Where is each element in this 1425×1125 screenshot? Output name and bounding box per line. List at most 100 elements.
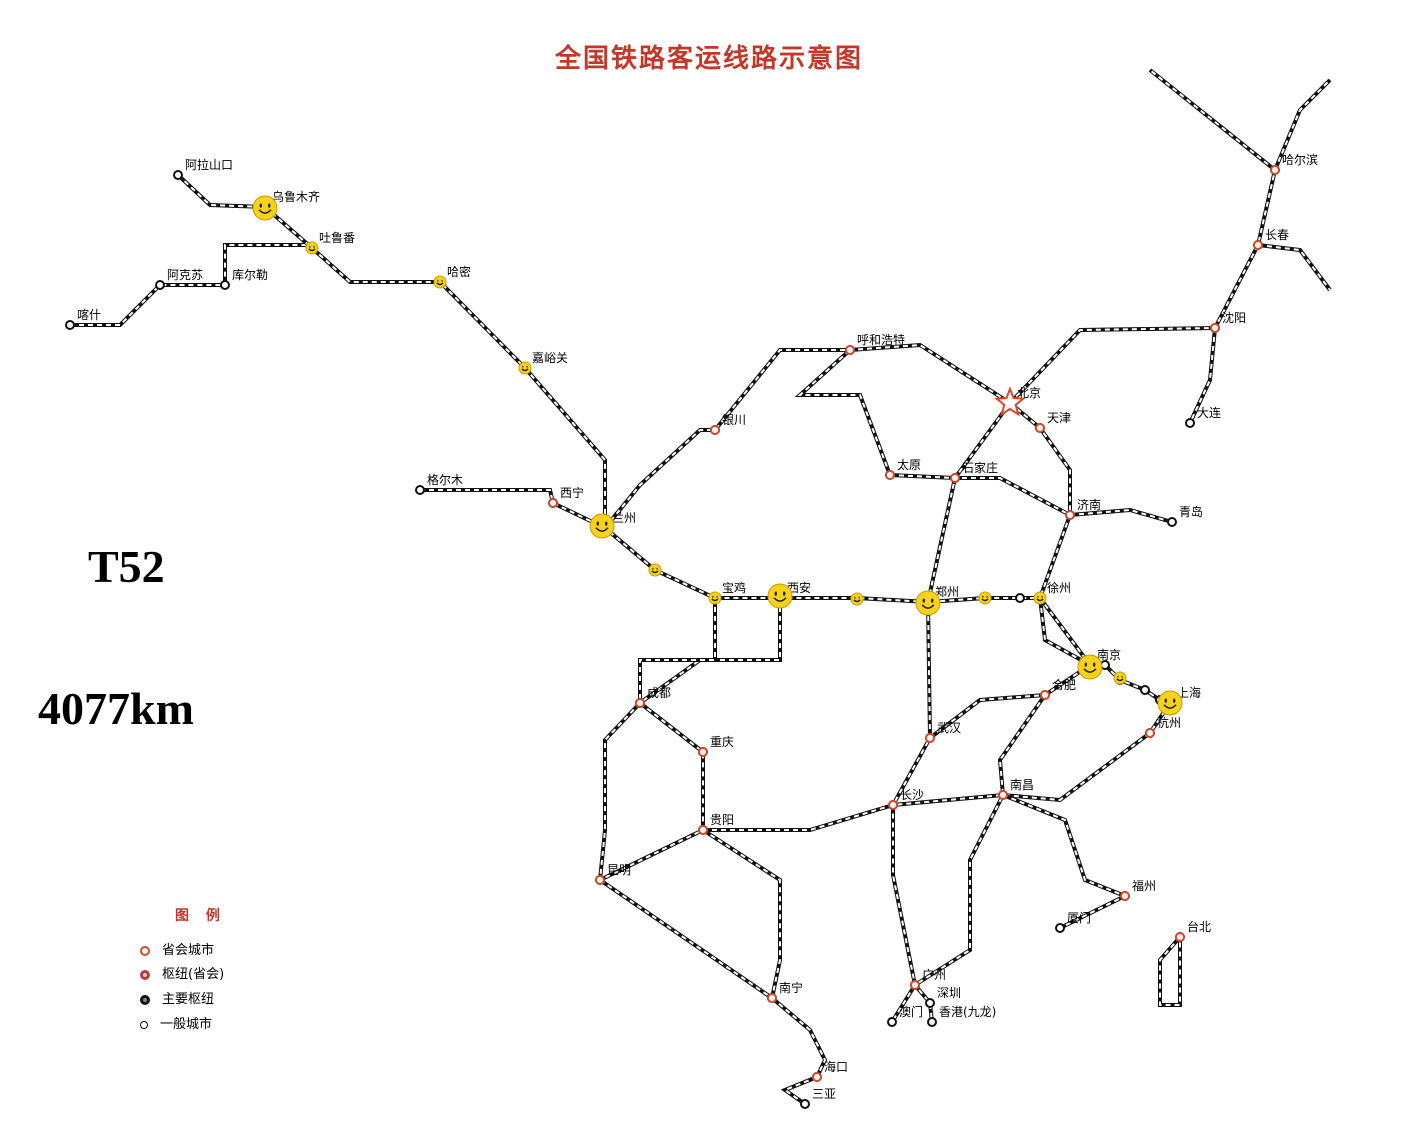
rail-line-dash <box>771 997 827 1078</box>
station-dalian <box>1185 418 1195 428</box>
smiley-icon <box>1077 654 1103 680</box>
rail-line <box>1008 169 1277 405</box>
smiley-icon <box>305 241 319 255</box>
station-label-beijing: 北京 <box>1017 386 1041 400</box>
capital-marker <box>1270 165 1280 175</box>
capital-marker <box>1120 891 1130 901</box>
legend-item-major-hub: 主要枢纽 <box>140 988 214 1007</box>
rail-line-dash <box>599 598 716 881</box>
station-label-shijiazhuang: 石家庄 <box>962 460 998 475</box>
station-label-geermu: 格尔木 <box>427 472 463 487</box>
rail-line <box>770 996 828 1078</box>
station-shenzhen <box>925 998 935 1008</box>
station-label-haikou: 海口 <box>824 1059 848 1074</box>
capital-marker <box>1145 728 1155 738</box>
capital-marker <box>1210 323 1220 333</box>
station-label-wuhan: 武汉 <box>937 721 961 735</box>
station-label-chongqing: 重庆 <box>710 735 734 749</box>
station-label-yinchuan: 银川 <box>722 413 746 427</box>
rail-line-dash <box>889 474 1071 516</box>
station-qingdao <box>1167 517 1177 527</box>
rail-line-dash <box>1189 327 1216 424</box>
capital-symbol-icon <box>140 945 150 956</box>
capital-marker <box>710 425 720 435</box>
capital-marker <box>998 790 1008 800</box>
station-label-chengdu: 成都 <box>647 686 671 700</box>
station-label-macau: 澳门 <box>899 1004 923 1019</box>
legend-label: 一般城市 <box>160 1017 213 1032</box>
rail-line <box>420 488 1171 705</box>
capital-marker <box>767 993 777 1003</box>
station-label-taipei: 台北 <box>1187 919 1211 934</box>
train-number: T52 <box>88 541 165 592</box>
legend-label: 主要枢纽 <box>162 992 215 1007</box>
rail-line <box>603 342 1012 530</box>
capital-marker <box>1035 423 1045 433</box>
rail-line-dash <box>177 174 606 528</box>
smiley-icon <box>850 592 864 606</box>
smiley-icon <box>1157 690 1183 716</box>
station-label-jiayuguan: 嘉峪关 <box>532 351 568 365</box>
smiley-icon <box>589 513 615 539</box>
station-macau <box>887 1017 897 1027</box>
station-label-hefei: 合肥 <box>1052 677 1076 692</box>
station-label-changsha: 长沙 <box>900 788 924 802</box>
route-distance: 4077km <box>38 683 194 734</box>
smiley-icon <box>518 361 532 375</box>
station-label-xiamen: 厦门 <box>1067 910 1091 925</box>
legend-item-general: 一般城市 <box>140 1013 212 1032</box>
rail-line-dash <box>891 984 916 1023</box>
station-label-guangzhou: 广州 <box>922 968 946 982</box>
station-wuxi <box>1140 685 1150 695</box>
capital-marker <box>548 498 558 508</box>
rail-line-dash <box>914 694 1046 986</box>
rail-line <box>1002 793 1130 930</box>
rail-line-dash <box>1069 508 1173 523</box>
rail-line-dash <box>929 664 1091 739</box>
rail-line-dash <box>1149 69 1276 171</box>
general-symbol-icon <box>140 1020 148 1029</box>
capital-marker <box>635 698 645 708</box>
station-label-qingdao: 青岛 <box>1179 504 1203 519</box>
station-label-guiyang: 贵阳 <box>710 813 734 827</box>
rail-line-dash <box>599 829 781 1000</box>
station-label-akesu: 阿克苏 <box>167 268 203 282</box>
capital-marker <box>1040 690 1050 700</box>
rail-line-dash <box>1257 244 1331 291</box>
capital-marker <box>812 1072 822 1082</box>
station-label-tianjin: 天津 <box>1047 411 1071 425</box>
smiley-icon <box>767 583 793 609</box>
station-label-lanzhou: 兰州 <box>612 511 636 525</box>
station-label-xian: 西安 <box>787 580 811 595</box>
station-label-dalian: 大连 <box>1197 405 1221 420</box>
rail-line-dash <box>1002 794 1128 929</box>
station-label-jinan: 济南 <box>1077 497 1101 512</box>
smiley-icon <box>1113 671 1127 685</box>
hub-capital-symbol-icon <box>140 969 150 980</box>
rail-line <box>889 473 1071 517</box>
station-geermu <box>415 485 425 495</box>
station-label-kashi: 喀什 <box>77 308 101 322</box>
rail-line <box>1257 243 1332 292</box>
capital-marker <box>885 470 895 480</box>
station-label-zhengzhou: 郑州 <box>935 584 959 599</box>
capital-marker <box>1065 510 1075 520</box>
station-label-nanjing: 南京 <box>1097 647 1121 662</box>
rail-line-dash <box>782 1076 818 1105</box>
capital-marker <box>910 980 920 990</box>
rail-line-dash <box>1274 79 1331 171</box>
smiley-icon <box>915 590 941 616</box>
legend-label: 枢纽(省会) <box>162 967 225 982</box>
station-label-shenyang: 沈阳 <box>1222 310 1246 325</box>
capital-star-icon <box>994 386 1026 417</box>
station-label-turpan: 吐鲁番 <box>319 231 355 245</box>
capital-marker <box>698 825 708 835</box>
map-title: 全国铁路客运线路示意图 <box>555 44 864 74</box>
rail-line-dash <box>1009 402 1091 666</box>
station-label-urumqi: 乌鲁木齐 <box>272 189 320 204</box>
capital-marker <box>845 345 855 355</box>
station-label-kuerle: 库尔勒 <box>232 267 268 282</box>
smiley-icon <box>433 275 447 289</box>
